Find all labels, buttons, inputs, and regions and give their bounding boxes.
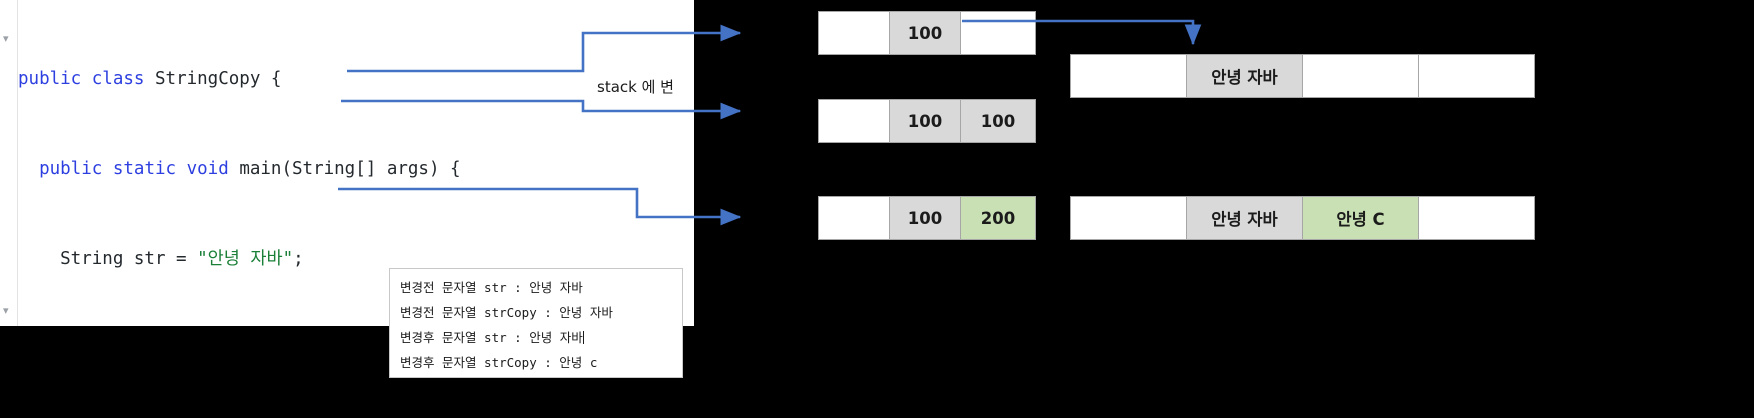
code-line: public class StringCopy { [18,69,282,89]
console-line: 변경전 문자열 str : 안녕 자바 [400,280,583,295]
code-gutter: ▾ ▾ [0,0,18,326]
stack-cell: 100 [889,196,961,240]
console-line: 변경후 문자열 strCopy : 안녕 c [400,355,598,370]
stack-cell: 200 [960,196,1036,240]
stack-annotation-label: stack 에 변 [597,78,674,96]
stack-cell [960,11,1036,55]
heap-cell [1302,54,1419,98]
heap-state-2: 안녕 자바 안녕 C [1070,196,1535,240]
console-line: 변경후 문자열 str : 안녕 자바 [400,330,584,345]
code-content[interactable]: public class StringCopy { public static … [18,4,694,326]
text-caret [582,331,584,344]
heap-cell [1418,54,1535,98]
stack-cell: 100 [960,99,1036,143]
code-line: String str = "안녕 자바"; [18,249,304,269]
heap-cell: 안녕 C [1302,196,1419,240]
stack-state-1: 100 [818,11,1036,55]
stack-state-3: 100 200 [818,196,1036,240]
heap-cell: 안녕 자바 [1186,54,1303,98]
console-output-box[interactable]: 변경전 문자열 str : 안녕 자바 변경전 문자열 strCopy : 안녕… [389,268,683,378]
stack-cell: 100 [889,99,961,143]
console-line: 변경전 문자열 strCopy : 안녕 자바 [400,305,613,320]
heap-state-1: 안녕 자바 [1070,54,1535,98]
code-line: public static void main(String[] args) { [39,159,461,179]
heap-cell [1070,196,1187,240]
stack-cell: 100 [889,11,961,55]
stack-cell [818,99,890,143]
fold-arrow-icon[interactable]: ▾ [3,305,9,317]
heap-cell: 안녕 자바 [1186,196,1303,240]
fold-arrow-icon[interactable]: ▾ [3,33,9,45]
stack-cell [818,11,890,55]
stack-cell [818,196,890,240]
stack-state-2: 100 100 [818,99,1036,143]
heap-cell [1418,196,1535,240]
heap-cell [1070,54,1187,98]
